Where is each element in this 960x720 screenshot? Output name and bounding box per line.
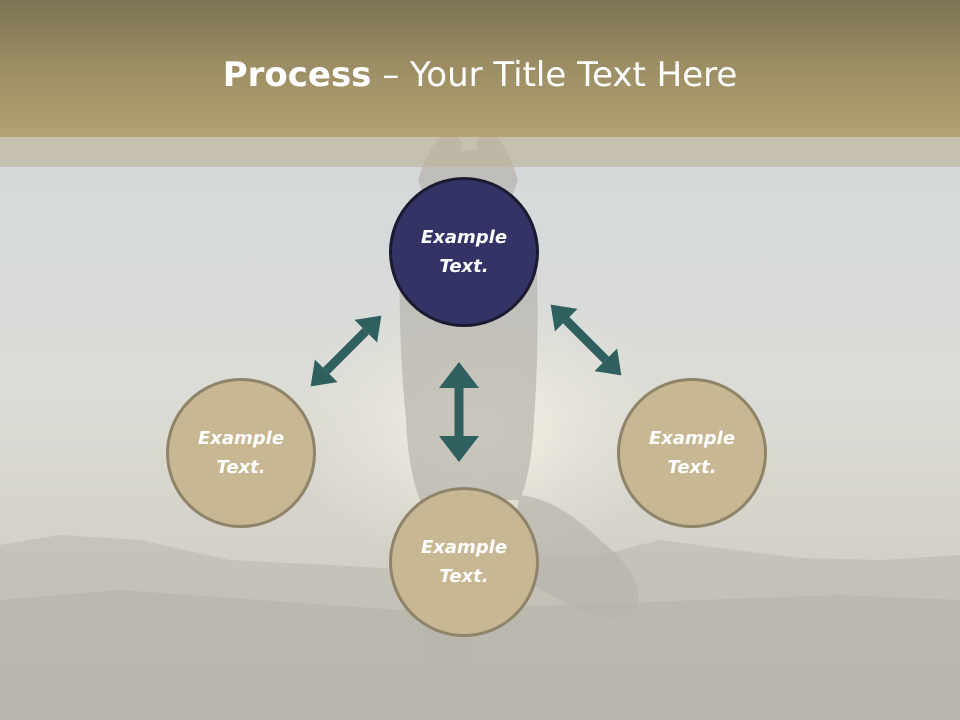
background-hills — [0, 590, 960, 720]
title-bold: Process — [222, 55, 372, 95]
node-right-label: Example Text. — [648, 428, 736, 478]
arrow-top-bottom — [439, 362, 479, 462]
node-bottom: Example Text. — [389, 487, 539, 637]
node-left-label: Example Text. — [197, 428, 285, 478]
title-strip — [0, 137, 960, 167]
slide-title: Process – Your Title Text Here — [0, 50, 960, 100]
node-bottom-label: Example Text. — [420, 537, 508, 587]
node-top: Example Text. — [389, 177, 539, 327]
arrow-top-left — [310, 315, 382, 387]
node-top-label: Example Text. — [420, 227, 508, 277]
title-rest: – Your Title Text Here — [371, 55, 738, 95]
node-right: Example Text. — [617, 378, 767, 528]
arrow-top-right — [550, 304, 622, 376]
node-left: Example Text. — [166, 378, 316, 528]
title-bar — [0, 0, 960, 137]
